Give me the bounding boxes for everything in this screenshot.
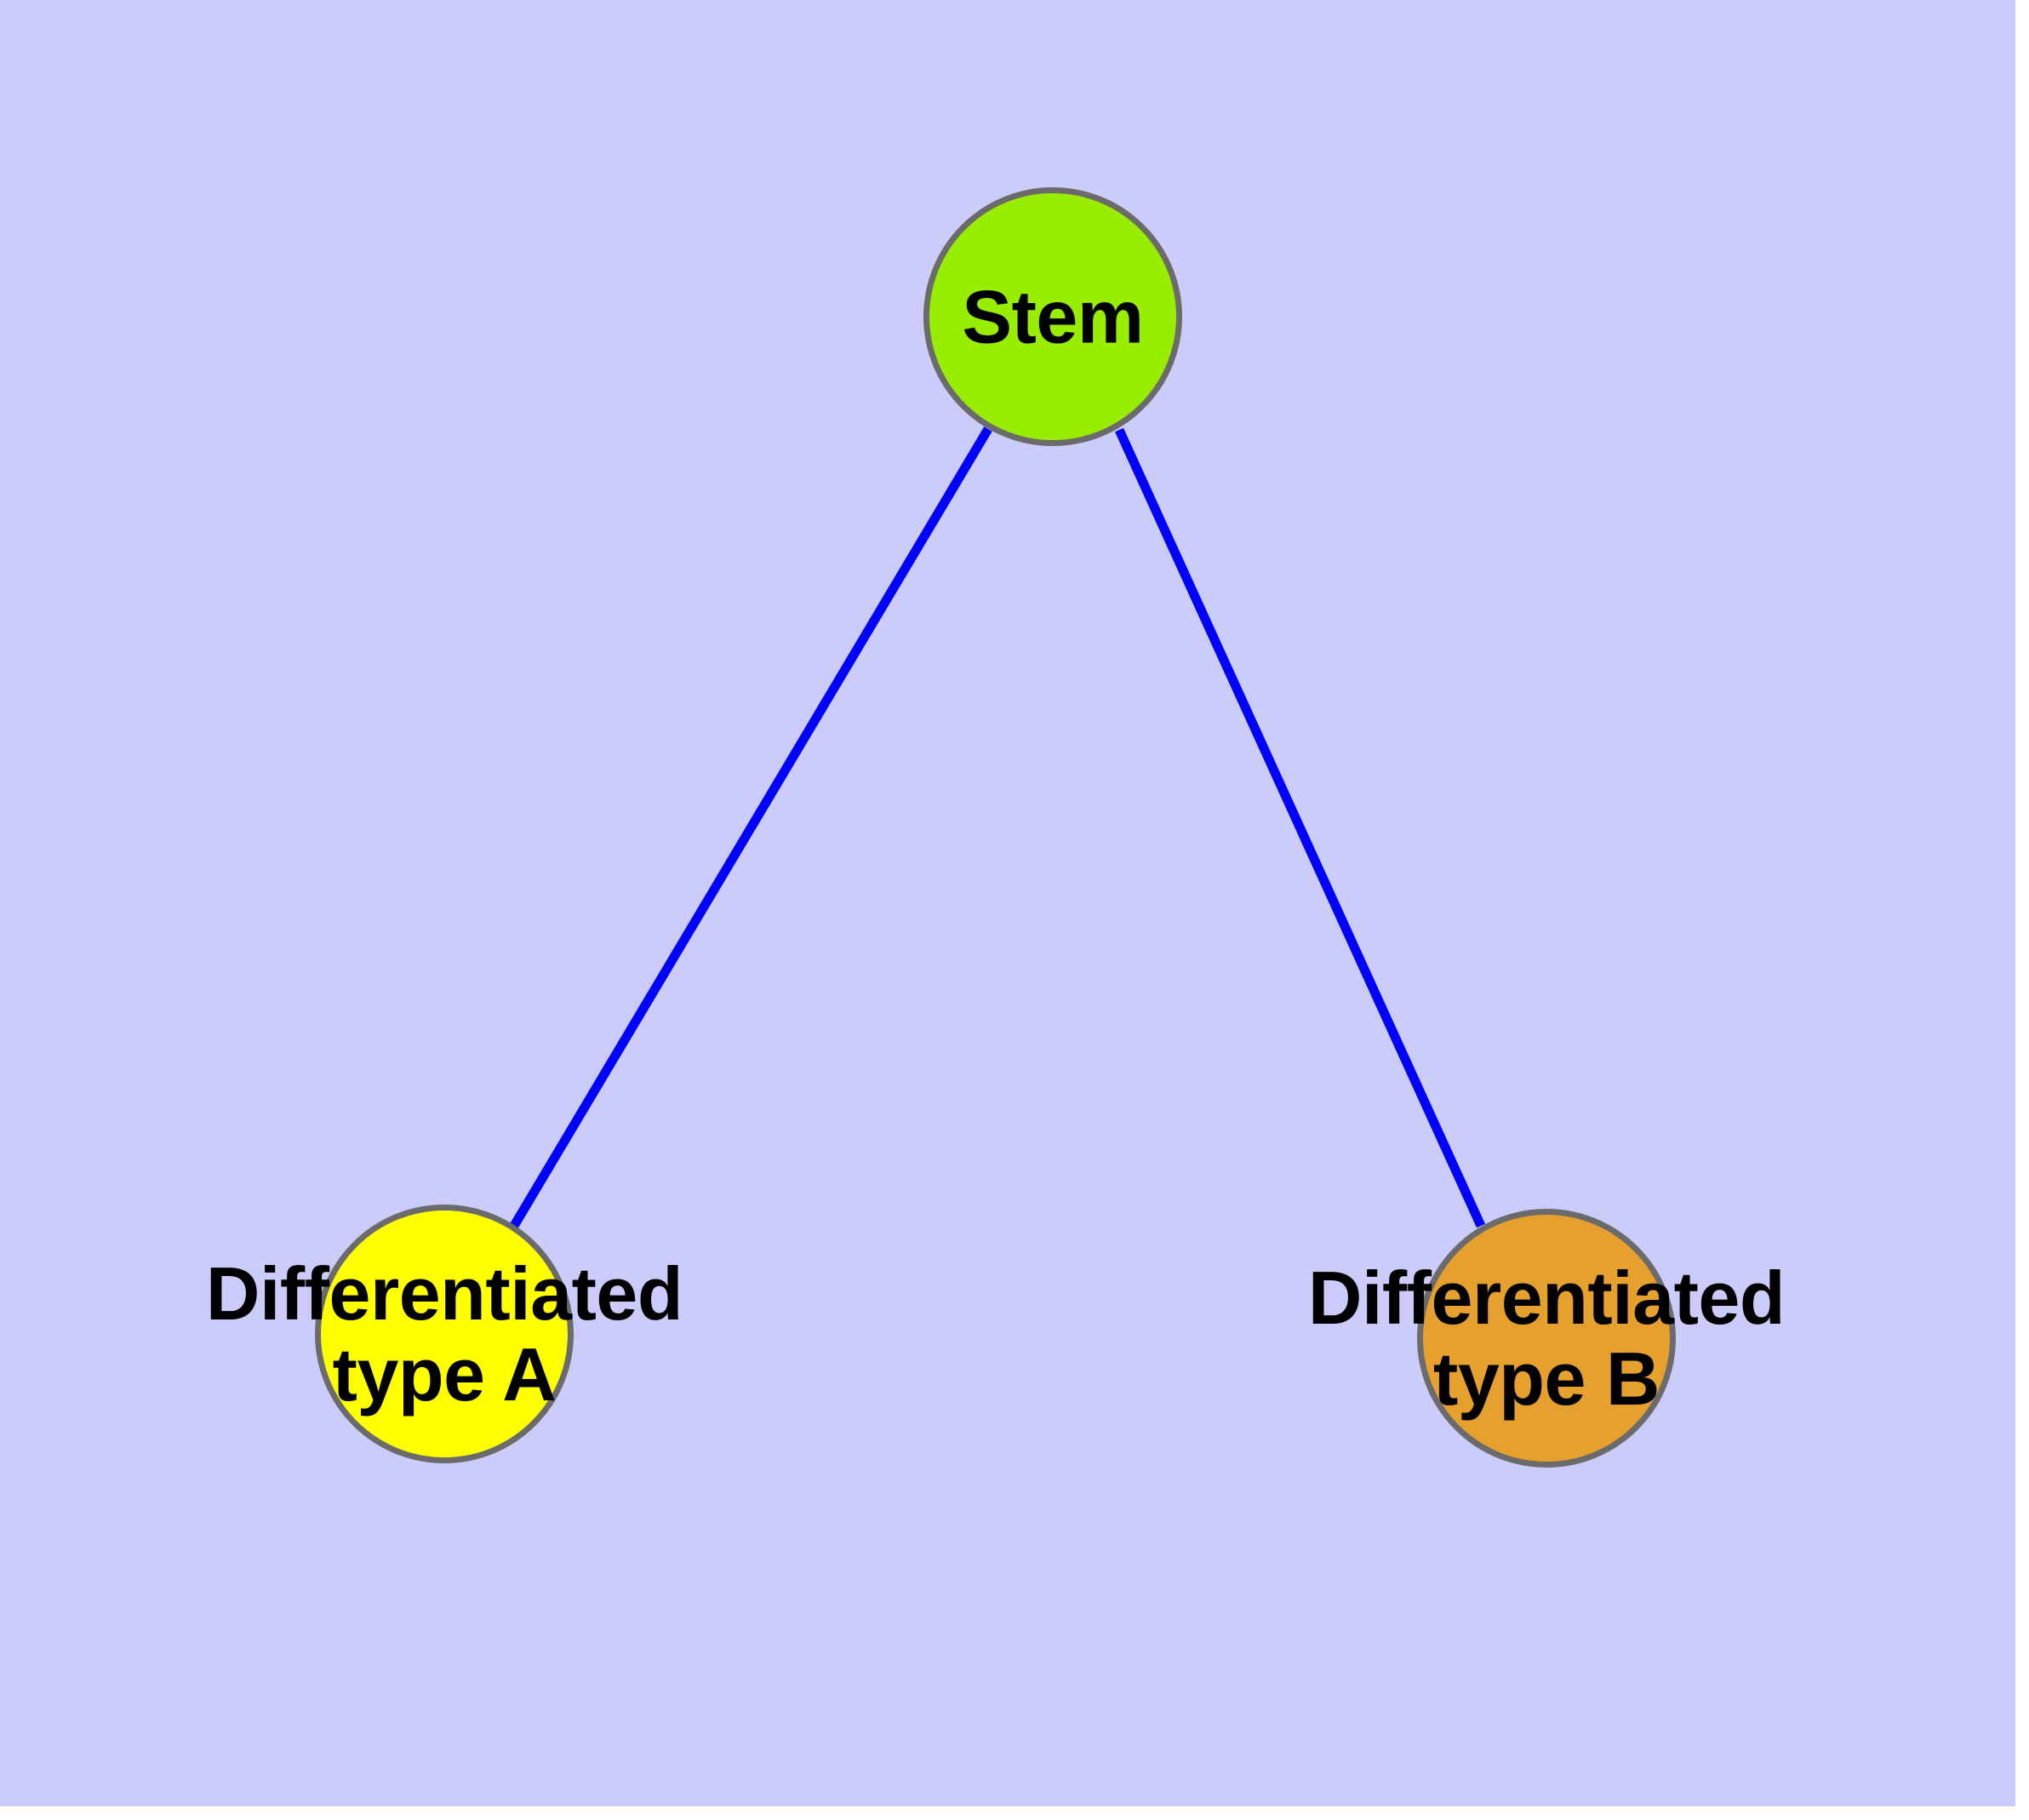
edge-stem-to-differentiated-type-a: [510, 426, 992, 1228]
node-differentiated-type-b-label: Differentiated type B: [1307, 1255, 1786, 1421]
edge-stem-to-differentiated-type-b: [1114, 427, 1486, 1228]
node-differentiated-type-a-label: Differentiated type A: [205, 1251, 683, 1417]
node-differentiated-type-a[interactable]: Differentiated type A: [206, 1205, 683, 1463]
node-differentiated-type-b[interactable]: Differentiated type B: [1308, 1209, 1786, 1468]
node-stem-circle[interactable]: [923, 187, 1182, 446]
node-differentiated-type-b-circle[interactable]: [1417, 1209, 1676, 1468]
node-stem[interactable]: Stem: [923, 187, 1182, 446]
node-stem-label: Stem: [962, 274, 1144, 359]
node-differentiated-type-a-circle[interactable]: [315, 1205, 574, 1463]
